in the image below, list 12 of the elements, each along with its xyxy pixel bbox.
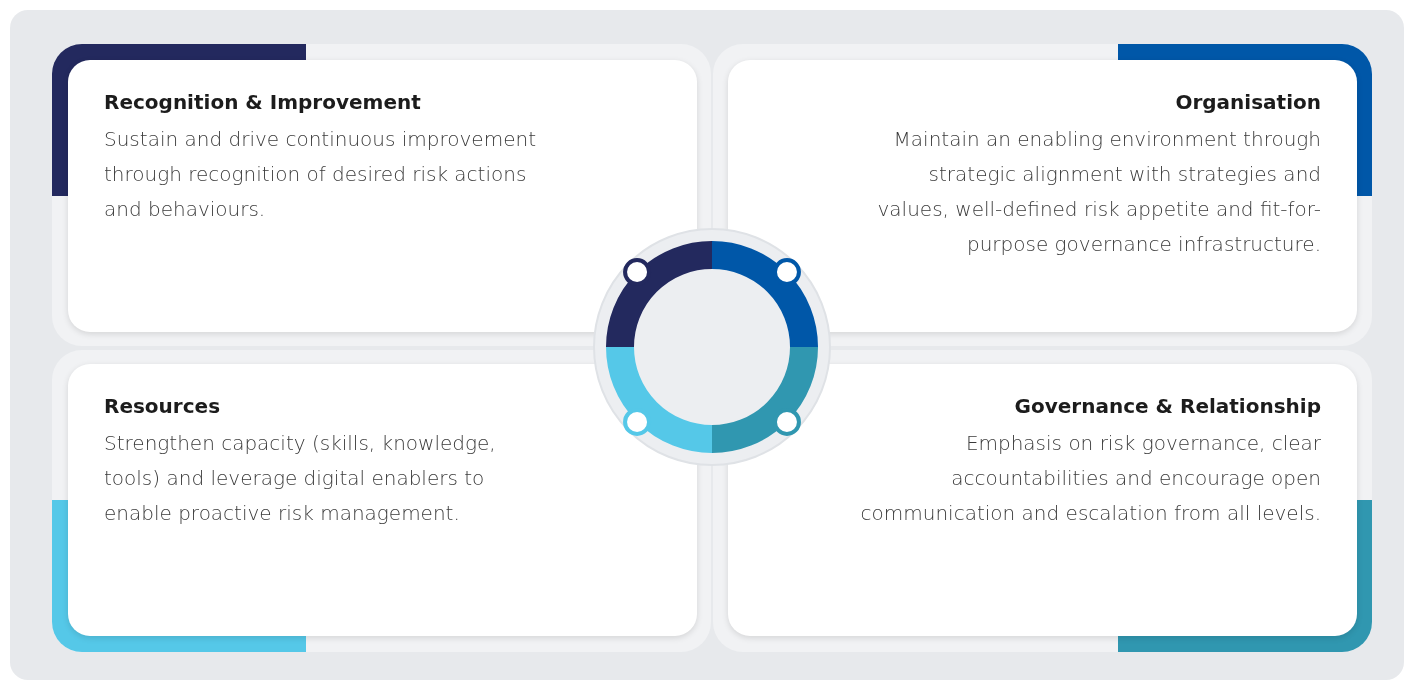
card-text: Strengthen capacity (skills, knowledge, tools) and leverage digital enablers to enable proactive risk management. [104, 430, 497, 527]
card-heading: Organisation [1174, 90, 1321, 114]
card-heading: Recognition & Improvement [104, 90, 422, 114]
card-text: Emphasis on risk governance, clear accountabilities and encourage open communication and escalation from all levels. [859, 430, 1321, 527]
card-heading: Resources [104, 394, 222, 418]
text-card [728, 364, 1357, 636]
card-text: Maintain an enabling environment through strategic alignment with strategies and values, well-defined risk appetite and fit-for-purpose governance infrastructure. [876, 126, 1321, 258]
card-text: Sustain and drive continuous improvement through recognition of desired risk actions and behaviours. [104, 126, 537, 223]
text-card [68, 364, 697, 636]
text-card [68, 60, 697, 332]
text-card [728, 60, 1357, 332]
card-heading: Governance & Relationship [1013, 394, 1321, 418]
